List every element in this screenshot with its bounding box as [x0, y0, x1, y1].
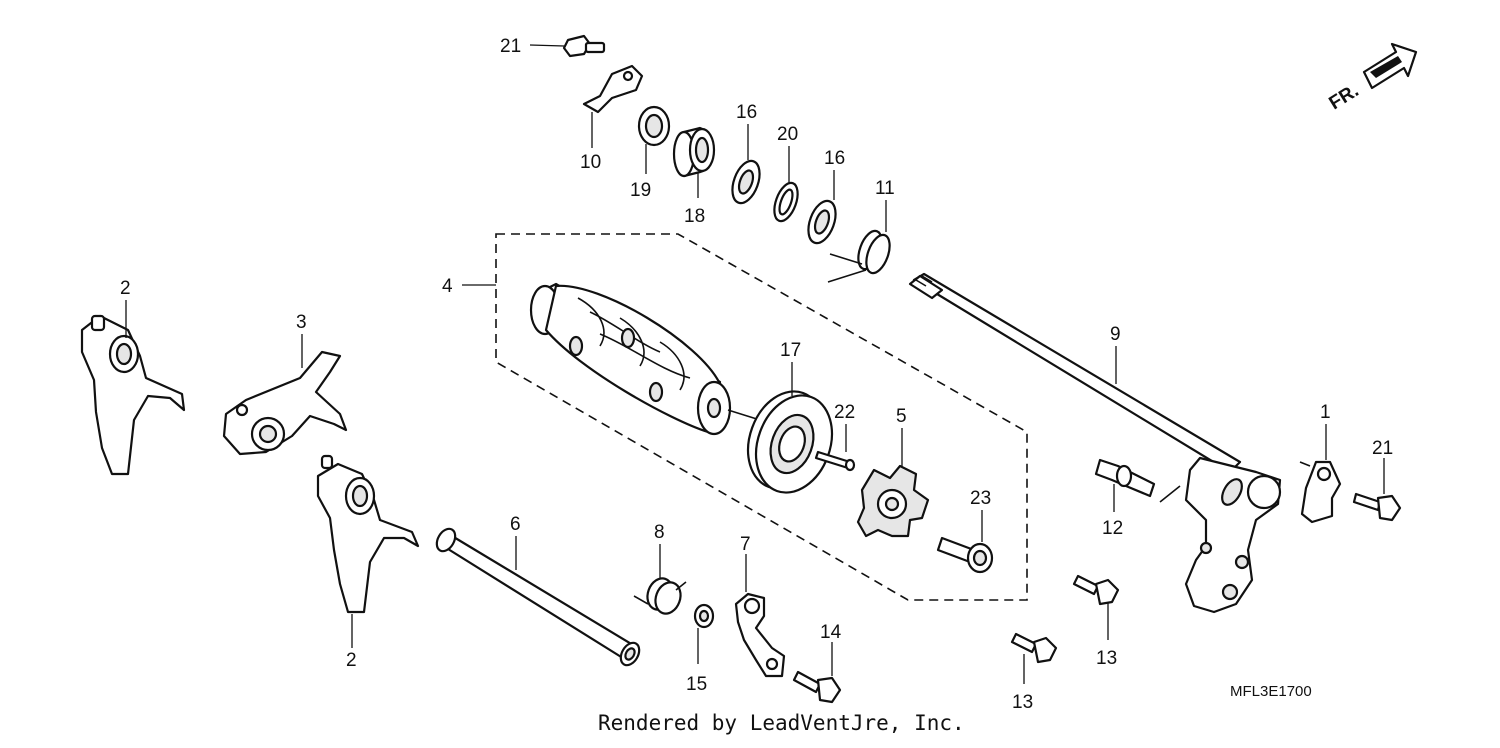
- callout-6: 6: [510, 514, 521, 535]
- callout-13-a: 13: [1096, 648, 1117, 669]
- bolt-21-top: [562, 34, 606, 58]
- bolt-23: [936, 536, 994, 574]
- callout-13-b: 13: [1012, 692, 1033, 713]
- callout-1: 1: [1320, 402, 1331, 423]
- diagram-code: MFL3E1700: [1230, 683, 1312, 700]
- bolt-13-a: [1072, 574, 1120, 606]
- callout-2-right: 2: [346, 650, 357, 671]
- callout-15: 15: [686, 674, 707, 695]
- bearing-17: [746, 390, 834, 494]
- callout-19: 19: [630, 180, 651, 201]
- callout-7: 7: [740, 534, 751, 555]
- washer-16-b: [807, 199, 837, 245]
- spring-8: [633, 577, 687, 615]
- callout-16-a: 16: [736, 102, 757, 123]
- callout-9: 9: [1110, 324, 1121, 345]
- gearshift-spindle-9: [908, 272, 1282, 614]
- bolt-13-b: [1010, 632, 1058, 664]
- callout-2-left: 2: [120, 278, 131, 299]
- circlip-20: [773, 181, 799, 223]
- shift-fork-3: [222, 350, 348, 456]
- callout-10: 10: [580, 152, 601, 173]
- callout-12: 12: [1102, 518, 1123, 539]
- callout-4: 4: [442, 276, 453, 297]
- callout-20: 20: [777, 124, 798, 145]
- front-label: FR.: [1326, 80, 1363, 114]
- callout-17: 17: [780, 340, 801, 361]
- spring-11: [827, 229, 891, 283]
- rendered-credit: Rendered by LeadVentJre, Inc.: [598, 711, 965, 735]
- callout-3: 3: [296, 312, 307, 333]
- bolt-21-bottom: [1352, 492, 1402, 522]
- shift-fork-2-right: [316, 454, 420, 614]
- assembly-4-outline: [495, 233, 1028, 601]
- bolt-14: [792, 670, 842, 704]
- washer-15: [693, 603, 715, 629]
- callout-22: 22: [834, 402, 855, 423]
- callout-16-b: 16: [824, 148, 845, 169]
- callout-23: 23: [970, 488, 991, 509]
- shift-fork-2-left: [80, 314, 186, 476]
- shift-drum-4: [529, 282, 761, 436]
- callout-8: 8: [654, 522, 665, 543]
- bearing-18: [672, 126, 716, 178]
- callout-18: 18: [684, 206, 705, 227]
- seal-19: [637, 105, 671, 147]
- callout-14: 14: [820, 622, 842, 643]
- washer-16-a: [731, 159, 761, 205]
- cam-plate-5: [856, 464, 930, 538]
- pin-22: [814, 450, 856, 472]
- stopper-plate-10: [582, 64, 644, 114]
- stopper-arm-7: [734, 592, 786, 678]
- fork-shaft-6: [435, 527, 641, 667]
- guide-plate-1: [1300, 460, 1342, 524]
- callout-5: 5: [896, 406, 907, 427]
- callout-21-bottom: 21: [1372, 438, 1393, 459]
- stud-12: [1094, 458, 1156, 498]
- front-direction-arrow: [1362, 42, 1418, 90]
- callout-21-top: 21: [500, 36, 521, 57]
- callout-11: 11: [875, 178, 895, 199]
